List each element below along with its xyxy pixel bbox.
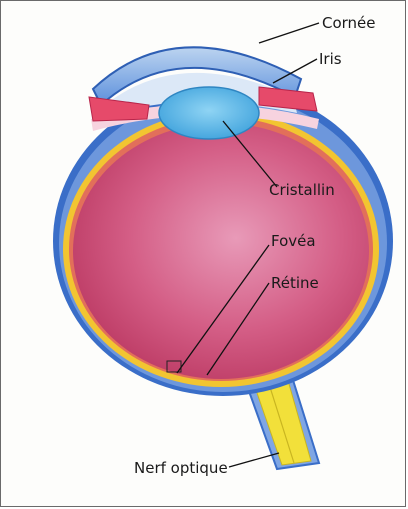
label-fovea: Fovéa: [271, 232, 316, 250]
leader-cornea: [259, 23, 319, 43]
label-optic-nerve: Nerf optique: [134, 459, 228, 477]
label-retina: Rétine: [271, 274, 319, 292]
vitreous-body: [73, 123, 369, 379]
label-iris: Iris: [319, 50, 342, 68]
crystalline-lens: [159, 87, 259, 139]
label-lens: Cristallin: [269, 181, 335, 199]
label-cornea: Cornée: [322, 14, 376, 32]
leader-optic-nerve: [229, 453, 279, 467]
